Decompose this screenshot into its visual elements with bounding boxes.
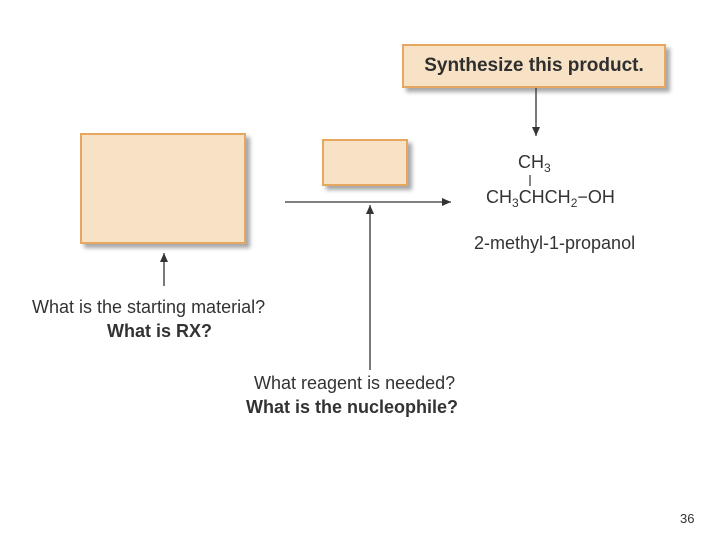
chain-ch3-subscript: 3	[512, 196, 519, 210]
chain-ch2-subscript: 2	[570, 196, 578, 210]
page-number: 36	[680, 511, 695, 526]
main-chain: CH3CHCH2−OH	[486, 187, 615, 210]
methyl-subscript: 3	[544, 161, 551, 175]
chain-ch3-label: CH	[486, 187, 512, 207]
methyl-group-label: CH	[518, 152, 544, 172]
reagent-box	[322, 139, 408, 186]
nucleophile-question: What is the nucleophile?	[246, 397, 459, 417]
rx-question: What is RX?	[107, 321, 213, 341]
starting-material-box	[80, 133, 246, 244]
chain-chch2-label: CHCH	[518, 187, 571, 207]
product-name: 2-methyl-1-propanol	[474, 233, 636, 253]
product-prompt-box: Synthesize this product.	[402, 44, 666, 88]
starting-material-question: What is the starting material?	[32, 297, 266, 317]
hydroxyl-label: −OH	[577, 187, 615, 207]
reagent-question: What reagent is needed?	[254, 373, 456, 393]
methyl-branch: CH3	[518, 152, 551, 175]
product-prompt-text: Synthesize this product.	[424, 55, 644, 76]
